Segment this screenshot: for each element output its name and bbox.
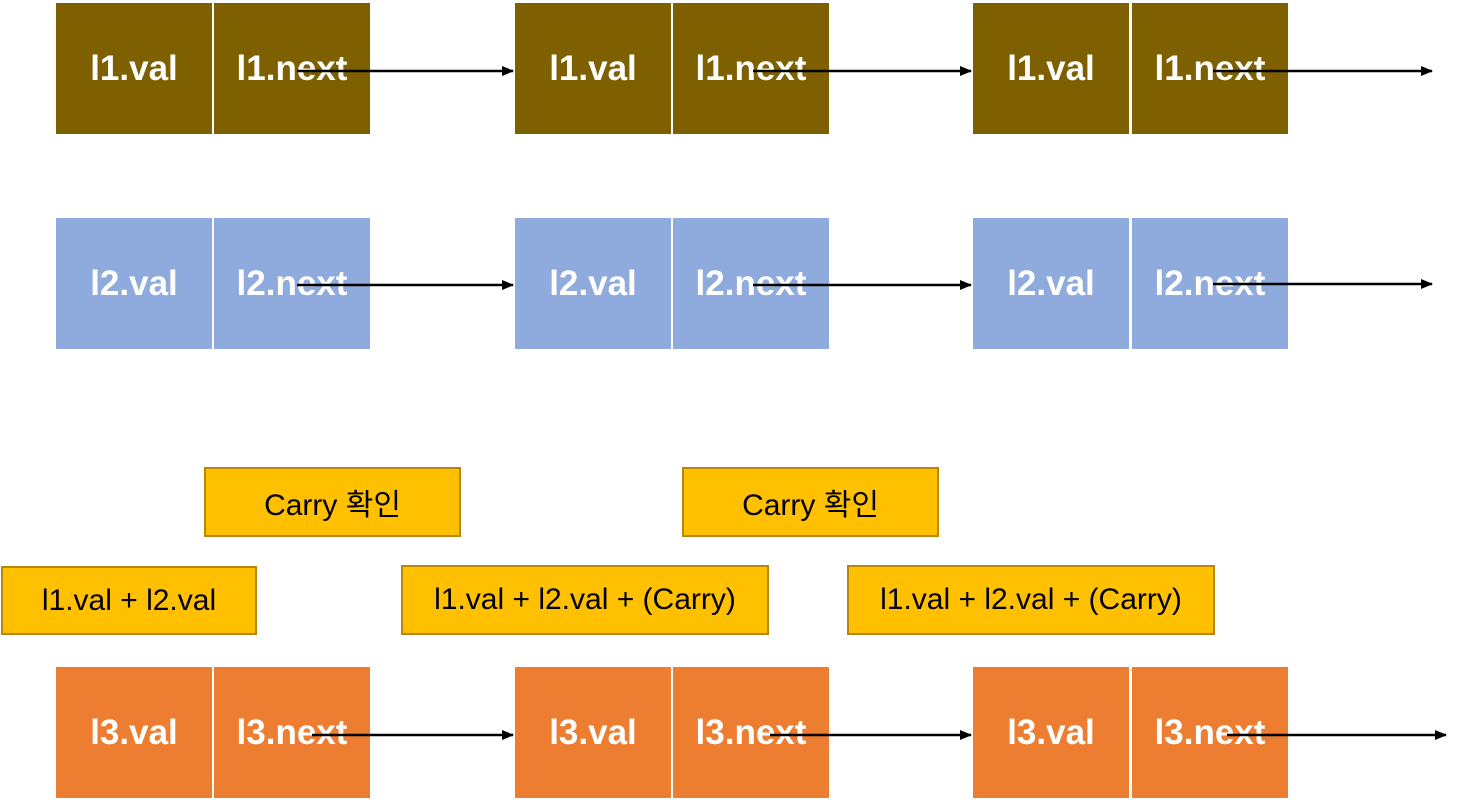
l3-node-2-next: l3.next — [673, 667, 829, 798]
l1-node-2-next: l1.next — [673, 3, 829, 134]
l3-node-3-next: l3.next — [1132, 667, 1288, 798]
l2-node-2-val: l2.val — [515, 218, 671, 349]
sum-label-first: l1.val + l2.val — [1, 566, 257, 635]
l3-node-1-next: l3.next — [214, 667, 370, 798]
carry-check-label-2: Carry 확인 — [682, 467, 939, 537]
l1-node-1-val: l1.val — [56, 3, 212, 134]
l3-node-3-val: l3.val — [973, 667, 1129, 798]
l3-node-2-val: l3.val — [515, 667, 671, 798]
l1-node-3-next: l1.next — [1132, 3, 1288, 134]
sum-label-with-carry-1: l1.val + l2.val + (Carry) — [401, 565, 769, 635]
l2-node-2-next: l2.next — [673, 218, 829, 349]
carry-check-label-1: Carry 확인 — [204, 467, 461, 537]
l2-node-1-val: l2.val — [56, 218, 212, 349]
sum-label-with-carry-2: l1.val + l2.val + (Carry) — [847, 565, 1215, 635]
l3-node-1-val: l3.val — [56, 667, 212, 798]
l2-node-1-next: l2.next — [214, 218, 370, 349]
l2-node-3-val: l2.val — [973, 218, 1129, 349]
l1-node-3-val: l1.val — [973, 3, 1129, 134]
l1-node-2-val: l1.val — [515, 3, 671, 134]
l2-node-3-next: l2.next — [1132, 218, 1288, 349]
l1-node-1-next: l1.next — [214, 3, 370, 134]
